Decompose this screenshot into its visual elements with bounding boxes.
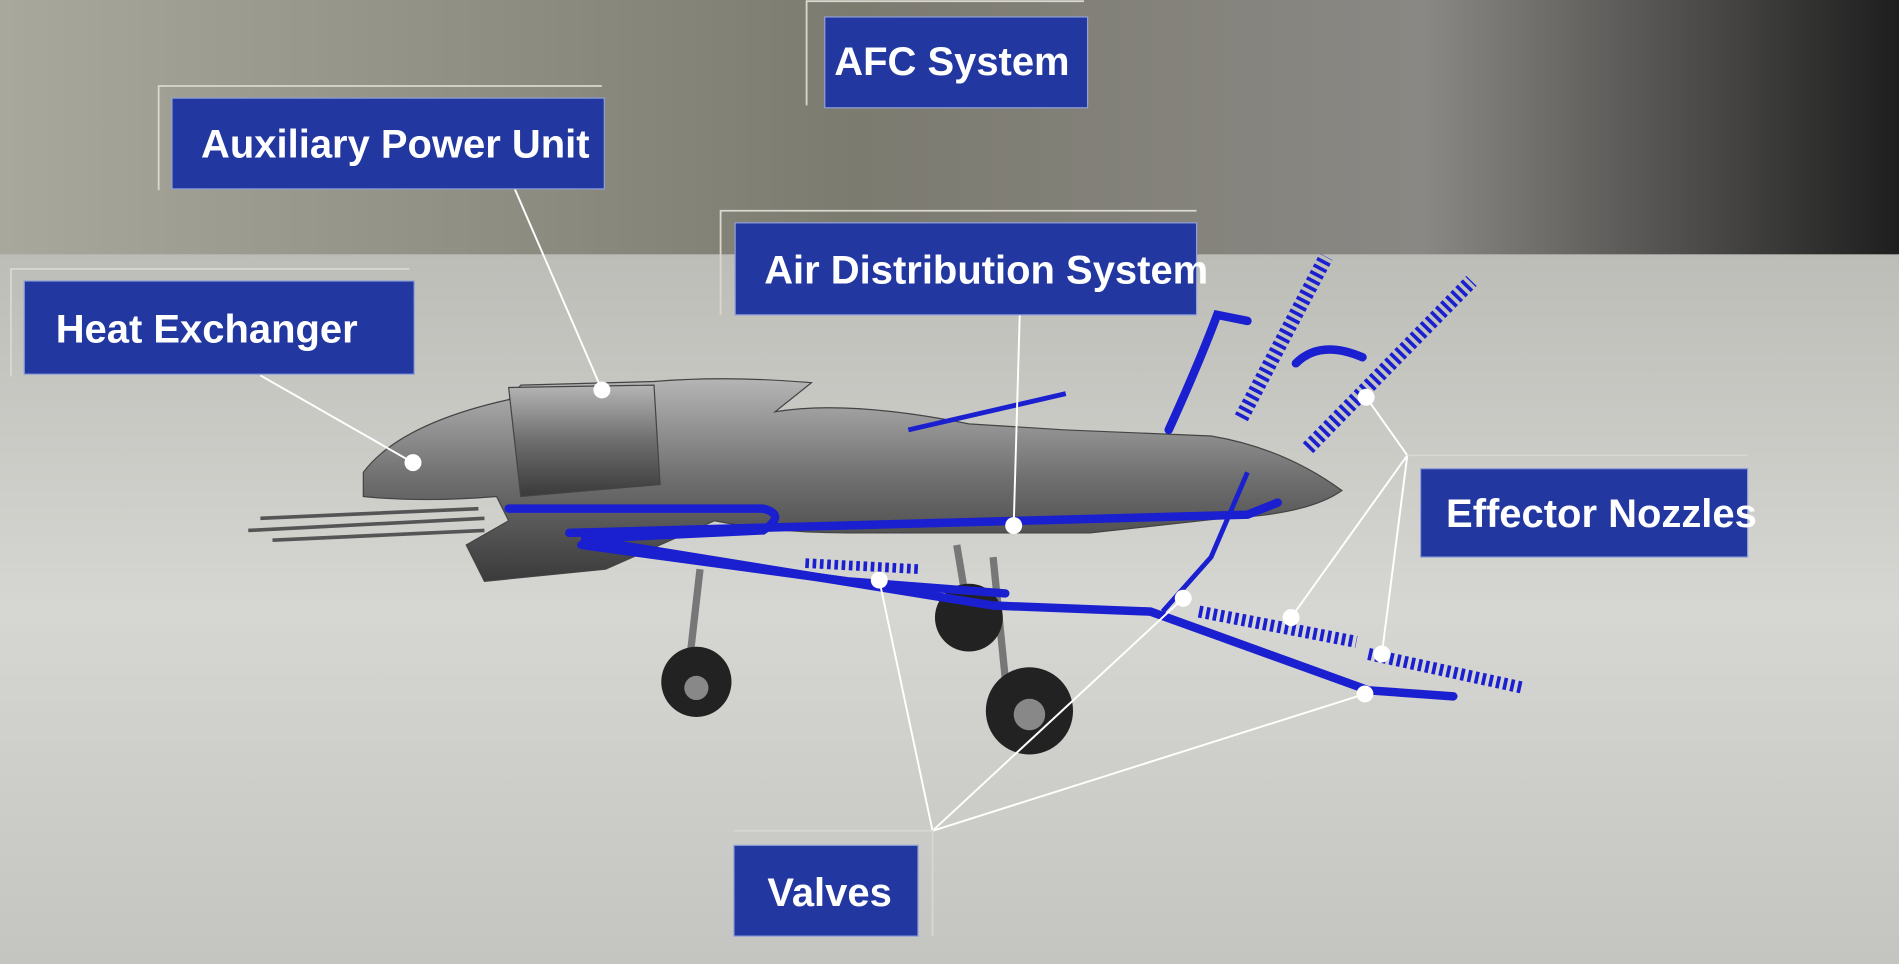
leader-lines	[259, 188, 1409, 832]
label-air-distribution-system: Air Distribution System	[719, 209, 1208, 316]
label-auxiliary-power-unit: Auxiliary Power Unit	[157, 85, 605, 191]
label-text: Valves	[767, 871, 891, 915]
aircraft-model	[248, 253, 1525, 755]
label-text: AFC System	[834, 40, 1069, 84]
label-effector-nozzles: Effector Nozzles	[1407, 454, 1757, 558]
label-afc-system: AFC System	[805, 0, 1089, 109]
label-text: Effector Nozzles	[1446, 492, 1757, 536]
air-pipes	[504, 253, 1525, 701]
label-text: Auxiliary Power Unit	[201, 122, 590, 166]
label-text: Heat Exchanger	[56, 308, 358, 352]
label-valves: Valves	[733, 829, 934, 937]
label-text: Air Distribution System	[764, 248, 1208, 292]
label-heat-exchanger: Heat Exchanger	[9, 267, 415, 377]
